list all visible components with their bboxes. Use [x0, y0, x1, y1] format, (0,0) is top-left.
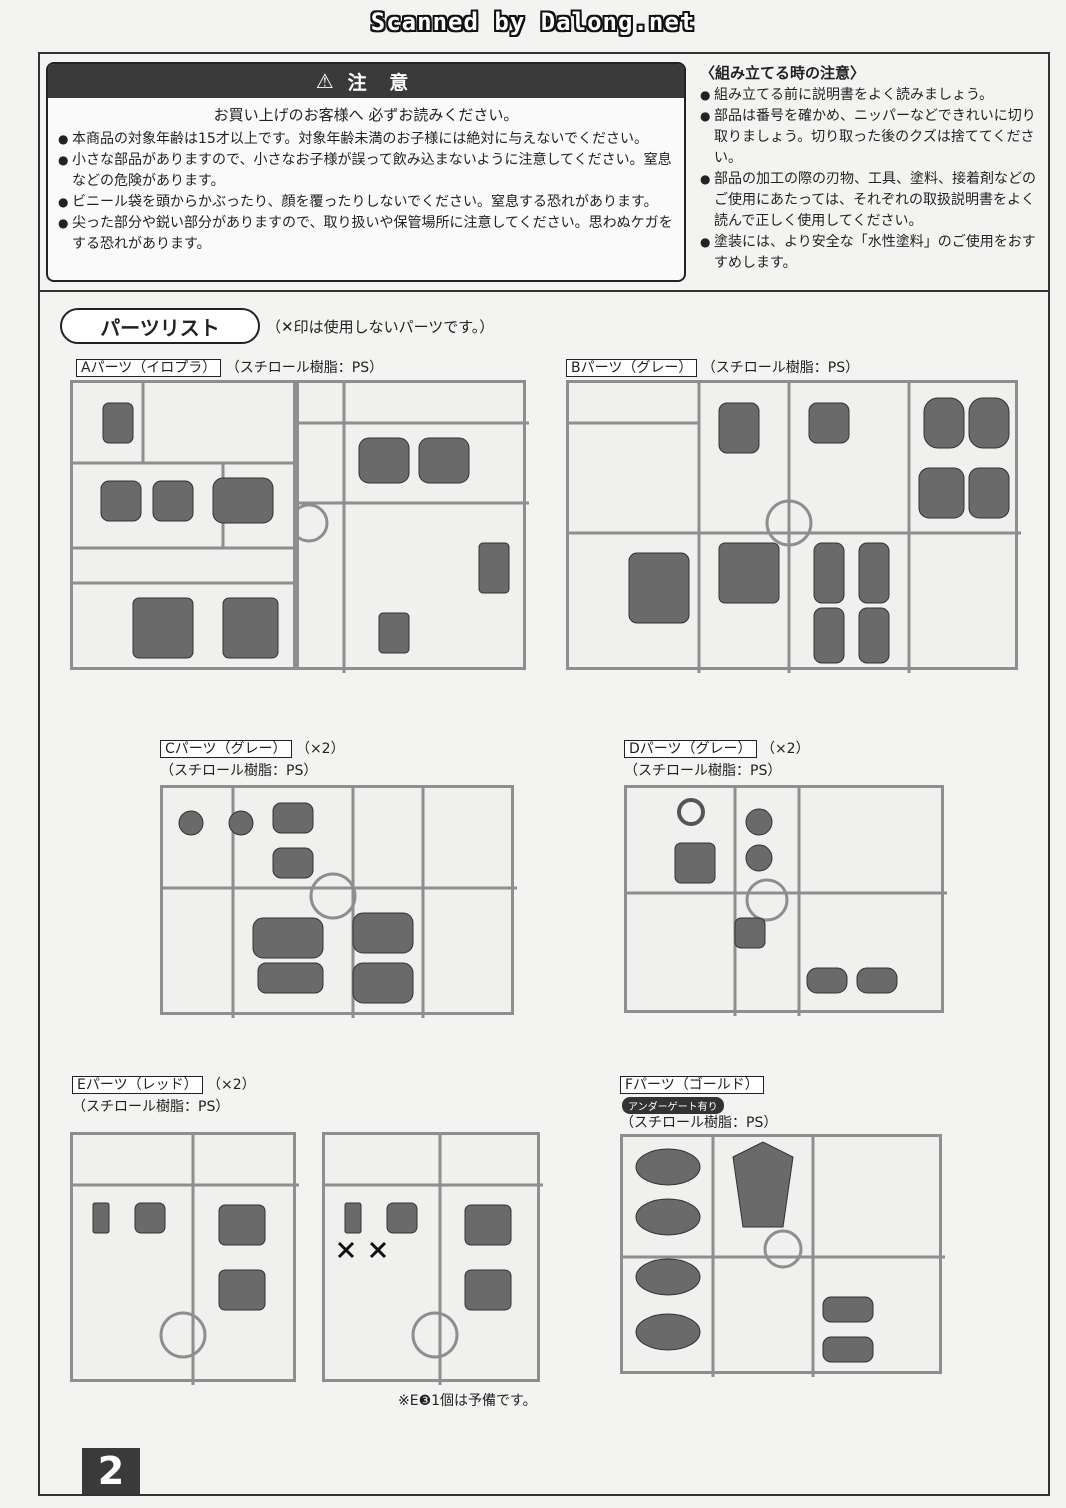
sprue-b-material: （スチロール樹脂：PS）: [701, 360, 860, 376]
sprue-e-count: （×2）: [207, 1077, 256, 1093]
sprue-d-label: Dパーツ（グレー） （×2）: [624, 738, 810, 758]
sprue-f-material: （スチロール樹脂：PS）: [620, 1115, 778, 1131]
parts-list-note: （✕印は使用しないパーツです。）: [266, 318, 495, 336]
sprue-b-name: Bパーツ（グレー）: [566, 359, 698, 377]
assembly-item: 組み立てる前に説明書をよく読みましょう。: [700, 85, 1045, 106]
sprue-e-name: Eパーツ（レッド）: [72, 1076, 203, 1094]
divider: [38, 290, 1050, 292]
sprue-e-material: （スチロール樹脂：PS）: [72, 1099, 230, 1115]
assembly-item: 部品の加工の際の刃物、工具、塗料、接着剤などのご使用にあたっては、それぞれの取扱…: [700, 169, 1045, 232]
sprue-d-name: Dパーツ（グレー）: [624, 740, 757, 758]
assembly-title: 〈組み立てる時の注意〉: [700, 64, 866, 82]
under-gate-badge: アンダーゲート有り: [622, 1097, 724, 1114]
sprue-c-name: Cパーツ（グレー）: [160, 740, 292, 758]
caution-item: 尖った部分や鋭い部分がありますので、取り扱いや保管場所に注意してください。思わぬ…: [58, 213, 684, 255]
sprue-e-label: Eパーツ（レッド） （×2）: [72, 1074, 256, 1094]
sprue-c-drawing: [163, 788, 517, 1018]
caution-list: 本商品の対象年齢は15才以上です。対象年齢未満のお子様には絶対に与えないでくださ…: [58, 129, 684, 255]
sprue-f-label: Fパーツ（ゴールド）: [620, 1074, 764, 1094]
sprue-c-frame: [160, 785, 517, 1018]
caution-header: ⚠ 注 意: [48, 64, 684, 98]
sprue-a-label: Aパーツ（イロプラ） （スチロール樹脂：PS）: [76, 357, 383, 377]
assembly-item: 塗装には、より安全な「水性塗料」のご使用をおすすめします。: [700, 232, 1045, 274]
assembly-item: 部品は番号を確かめ、ニッパーなどできれいに切り取りましょう。切り取った後のクズは…: [700, 106, 1045, 169]
sprue-a-drawing-right: [299, 383, 529, 673]
sprue-f-name: Fパーツ（ゴールド）: [620, 1076, 764, 1094]
page-number: 2: [82, 1448, 140, 1494]
sprue-d-drawing: [627, 788, 947, 1016]
caution-item: ビニール袋を頭からかぶったり、顔を覆ったりしないでください。窒息する恐れがありま…: [58, 192, 684, 213]
page-frame: [38, 52, 1050, 1496]
sprue-a-name: Aパーツ（イロプラ）: [76, 359, 222, 377]
sprue-c-count: （×2）: [295, 741, 345, 757]
parts-list-title: パーツリスト: [60, 308, 260, 344]
sprue-a-frame-left: [70, 380, 299, 670]
sprue-a-material: （スチロール樹脂：PS）: [225, 360, 384, 376]
sprue-d-material: （スチロール樹脂：PS）: [624, 763, 782, 779]
sprue-a-frame-right: [296, 380, 529, 673]
sprue-b-label: Bパーツ（グレー） （スチロール樹脂：PS）: [566, 357, 859, 377]
sprue-c-material: （スチロール樹脂：PS）: [160, 763, 318, 779]
sprue-b-drawing: [569, 383, 1021, 673]
watermark: Scanned by Dalong.net: [370, 8, 696, 36]
sprue-d-frame: [624, 785, 947, 1016]
caution-box: ⚠ 注 意 お買い上げのお客様へ 必ずお読みください。 本商品の対象年齢は15才…: [46, 62, 686, 282]
sprue-e-drawing-2: [325, 1135, 543, 1385]
caution-subtitle: お買い上げのお客様へ 必ずお読みください。: [213, 106, 519, 124]
sprue-a-drawing-left: [73, 383, 299, 659]
sprue-e-frame-1: [70, 1132, 299, 1385]
sprue-f-drawing: [623, 1137, 945, 1377]
caution-item: 小さな部品がありますので、小さなお子様が誤って飲み込まないように注意してください…: [58, 150, 684, 192]
sprue-f-frame: [620, 1134, 945, 1377]
caution-title: 注 意: [347, 71, 417, 94]
caution-item: 本商品の対象年齢は15才以上です。対象年齢未満のお子様には絶対に与えないでくださ…: [58, 129, 684, 150]
sprue-e-drawing-1: [73, 1135, 299, 1385]
assembly-notes: 〈組み立てる時の注意〉 組み立てる前に説明書をよく読みましょう。 部品は番号を確…: [700, 62, 1045, 274]
warning-icon: ⚠: [315, 69, 334, 93]
sprue-b-frame: [566, 380, 1021, 673]
sprue-e-frame-2: [322, 1132, 543, 1385]
footnote: ※E❸1個は予備です。: [398, 1393, 537, 1409]
sprue-c-label: Cパーツ（グレー） （×2）: [160, 738, 345, 758]
assembly-list: 組み立てる前に説明書をよく読みましょう。 部品は番号を確かめ、ニッパーなどできれ…: [700, 85, 1045, 274]
sprue-d-count: （×2）: [760, 741, 810, 757]
